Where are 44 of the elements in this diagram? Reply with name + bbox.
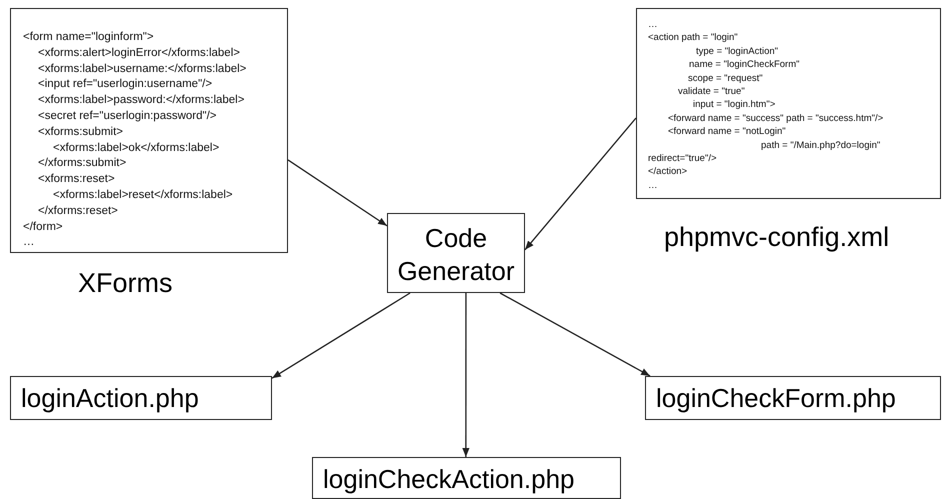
- code-line: …: [23, 236, 34, 248]
- node-label: loginCheckAction.php: [323, 464, 574, 495]
- code-line: …: [648, 19, 658, 30]
- code-line: <xforms:alert>loginError</xforms:label>: [38, 46, 240, 59]
- node-label: Code Generator: [396, 222, 516, 288]
- arrow: [462, 293, 470, 457]
- file-caption: phpmvc-config.xml: [664, 222, 890, 253]
- code-line: </xforms:reset>: [38, 204, 118, 217]
- arrow: [524, 118, 636, 250]
- file-box: [387, 213, 525, 293]
- code-line: input = "login.htm">: [693, 99, 776, 110]
- code-box: [10, 8, 288, 253]
- file-box: [312, 457, 621, 499]
- code-line: <xforms:submit>: [38, 126, 123, 138]
- file-box: [10, 376, 272, 420]
- code-line: </xforms:submit>: [38, 157, 126, 170]
- code-line: <xforms:label>ok</xforms:label>: [53, 142, 220, 154]
- code-line: <input ref="userlogin:username"/>: [38, 78, 212, 90]
- code-line: <form name="loginform">: [23, 31, 154, 43]
- code-line: <xforms:label>reset</xforms:label>: [53, 189, 233, 201]
- code-line: redirect="true"/>: [648, 153, 717, 164]
- node-label: loginCheckForm.php: [656, 383, 896, 414]
- code-line: </action>: [648, 166, 688, 178]
- code-line: scope = "request": [688, 72, 763, 84]
- code-line: <action path = "login": [648, 32, 738, 44]
- code-line: validate = "true": [678, 86, 745, 97]
- code-line: <forward name = "success" path = "success.htm"/>: [668, 112, 884, 124]
- code-line: type = "loginAction": [696, 46, 778, 57]
- arrow: [272, 292, 410, 379]
- code-box: [636, 8, 941, 199]
- code-line: …: [648, 180, 658, 191]
- code-line: <secret ref="userlogin:password"/>: [38, 110, 217, 122]
- code-line: <xforms:label>username:</xforms:label>: [38, 62, 246, 75]
- code-line: <forward name = "notLogin": [668, 126, 786, 138]
- node-label: loginAction.php: [21, 383, 199, 414]
- code-line: name = "loginCheckForm": [689, 59, 800, 70]
- code-line: <xforms:label>password:</xforms:label>: [38, 94, 244, 106]
- code-line: </form>: [23, 220, 63, 233]
- arrow: [500, 292, 650, 377]
- code-line: <xforms:reset>: [38, 173, 115, 186]
- file-caption: XForms: [78, 268, 172, 299]
- arrow: [288, 159, 388, 226]
- file-box: [645, 376, 941, 420]
- code-line: path = "/Main.php?do=login": [761, 140, 880, 151]
